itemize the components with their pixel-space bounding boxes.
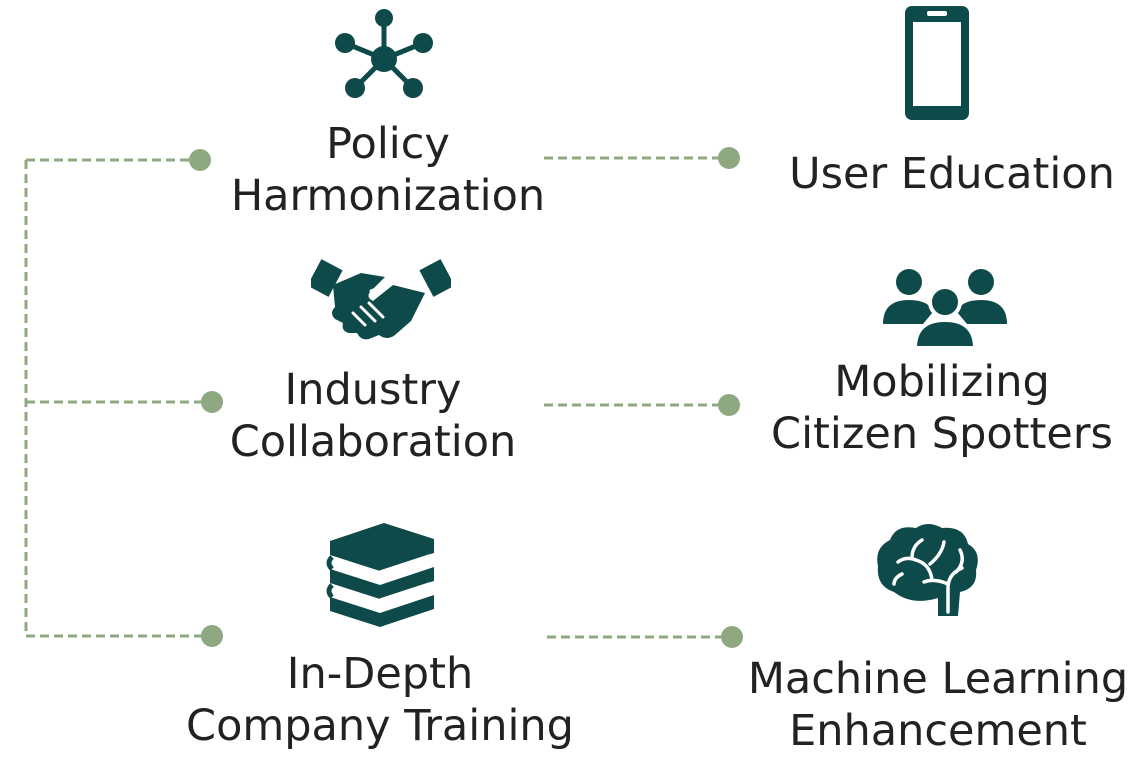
connector-dot <box>718 394 740 416</box>
user-education-label: User Education <box>789 149 1115 199</box>
brain-icon <box>877 524 978 616</box>
connector-dot <box>201 625 223 647</box>
industry-collaboration-label: Industry Collaboration <box>229 365 517 467</box>
connector-dot <box>189 149 211 171</box>
machine-learning-enhancement-label: Machine Learning Enhancement <box>747 654 1129 756</box>
connector-dot <box>201 391 223 413</box>
connector-dot <box>718 147 740 169</box>
network-hub-icon <box>335 9 433 98</box>
people-group-icon <box>883 269 1007 348</box>
in-depth-company-training-label: In-Depth Company Training <box>186 649 574 751</box>
policy-harmonization-label: Policy Harmonization <box>230 119 546 221</box>
connector-dot <box>721 626 743 648</box>
smartphone-icon <box>905 6 969 120</box>
books-icon <box>326 523 434 627</box>
handshake-icon <box>311 259 451 340</box>
mobilizing-citizen-spotters-label: Mobilizing Citizen Spotters <box>771 357 1113 459</box>
